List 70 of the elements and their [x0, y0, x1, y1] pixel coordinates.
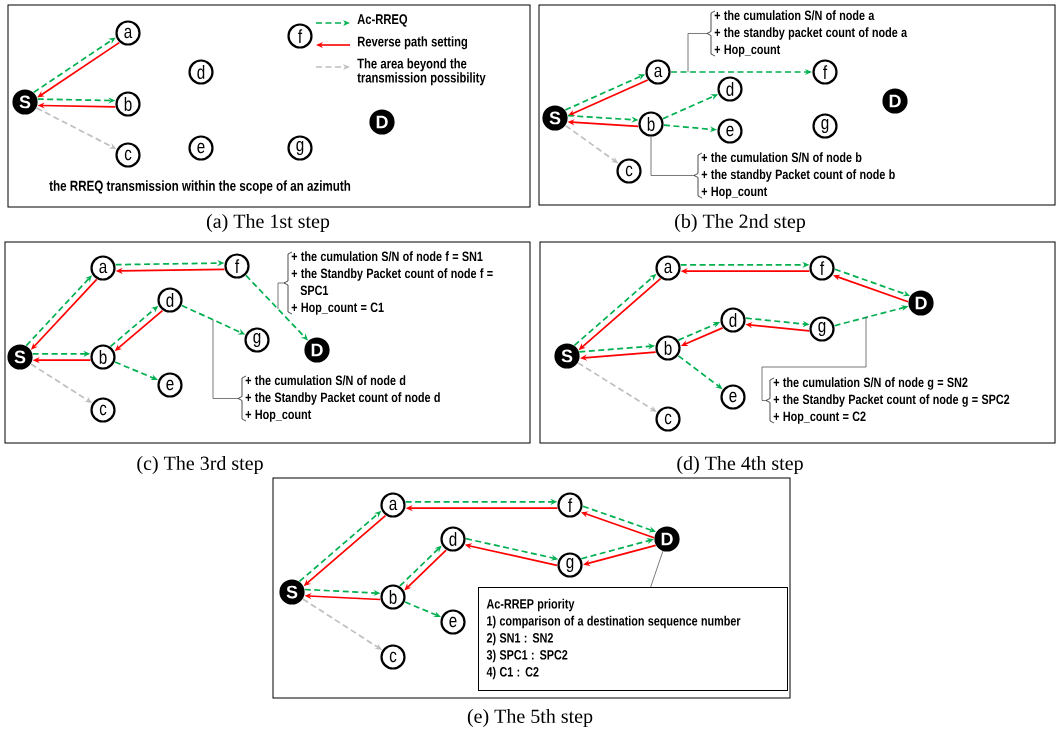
legend-text: Reverse path setting — [357, 36, 468, 50]
network-node: e — [717, 118, 743, 144]
network-node: c — [115, 142, 141, 168]
network-node: b — [115, 91, 141, 117]
network-node: g — [287, 135, 313, 161]
network-node: S — [12, 89, 38, 115]
priority-box: Ac-RREP priority 1) comparison of a destination sequence number 2) SN1 : SN2 3) SPC1 : SPC2 4) C1 : C2 — [478, 587, 788, 691]
note-text: the RREQ transmission within the scope of an azimuth — [49, 180, 351, 194]
arrow — [580, 538, 654, 560]
network-node: f — [557, 492, 583, 518]
network-node: S — [7, 344, 33, 370]
network-node: S — [554, 343, 580, 369]
network-node: c — [616, 158, 642, 184]
network-node: e — [720, 384, 746, 410]
network-node: b — [380, 584, 406, 610]
leader-line — [277, 282, 285, 310]
network-node: D — [908, 290, 934, 316]
leader-line — [761, 316, 867, 401]
network-node: a — [645, 59, 671, 85]
info-text: + the cumulation S/N of node g = SN2 + the Standby Packet count of node g = SPC2 + Hop_count = C2 — [773, 377, 1010, 424]
network-node: d — [188, 59, 214, 85]
network-node: b — [655, 335, 681, 361]
network-node: c — [380, 644, 406, 670]
info-text: + the cumulation S/N of node b + the standby Packet count of node b + Hop_count — [701, 152, 895, 199]
network-node: D — [369, 109, 395, 135]
network-node: D — [882, 88, 908, 114]
panel-caption: (e) The 5th step — [467, 708, 593, 728]
arrow — [114, 361, 158, 381]
network-node: S — [279, 579, 305, 605]
network-node: g — [812, 113, 838, 139]
legend-text: Ac-RREQ — [357, 14, 408, 27]
network-node: c — [90, 397, 116, 423]
network-node: g — [244, 327, 270, 353]
network-node: d — [157, 287, 183, 313]
network-node: a — [115, 20, 141, 46]
network-node: f — [287, 23, 313, 49]
network-node: d — [440, 526, 466, 552]
leader-line — [650, 550, 664, 588]
network-node: e — [440, 609, 466, 635]
network-node: f — [224, 253, 250, 279]
legend-text: The area beyond the transmission possibility — [357, 58, 486, 86]
network-node: b — [638, 111, 664, 137]
info-text: + the cumulation S/N of node d + the Standby Packet count of node d + Hop_count — [245, 375, 440, 422]
network-node: c — [655, 406, 681, 432]
leader-line — [650, 136, 695, 176]
info-text: + the cumulation S/N of node f = SN1 + the Standby Packet count of node f = SPC1 + Hop_count = C1 — [291, 251, 493, 315]
network-node: a — [655, 255, 681, 281]
panel-caption: (c) The 3rd step — [137, 455, 263, 475]
network-node: b — [90, 344, 116, 370]
network-node: D — [654, 526, 680, 552]
panel-caption: (b) The 2nd step — [675, 213, 806, 233]
network-node: e — [188, 135, 214, 161]
info-text: + the cumulation S/N of node a + the standby packet count of node a + Hop_count — [714, 10, 908, 57]
network-node: S — [542, 105, 568, 131]
panel-caption: (a) The 1st step — [206, 213, 330, 233]
network-node: d — [720, 307, 746, 333]
network-node: a — [380, 492, 406, 518]
network-node: f — [812, 59, 838, 85]
arrow — [404, 601, 441, 618]
network-node: g — [809, 316, 835, 342]
network-node: e — [157, 372, 183, 398]
network-node: g — [557, 552, 583, 578]
leader-line — [687, 33, 708, 73]
network-node: D — [304, 337, 330, 363]
leader-line — [212, 319, 239, 399]
network-node: d — [717, 76, 743, 102]
panel-caption: (d) The 4th step — [677, 455, 803, 475]
network-node: a — [90, 255, 116, 281]
arrow — [583, 544, 657, 566]
network-node: f — [809, 255, 835, 281]
